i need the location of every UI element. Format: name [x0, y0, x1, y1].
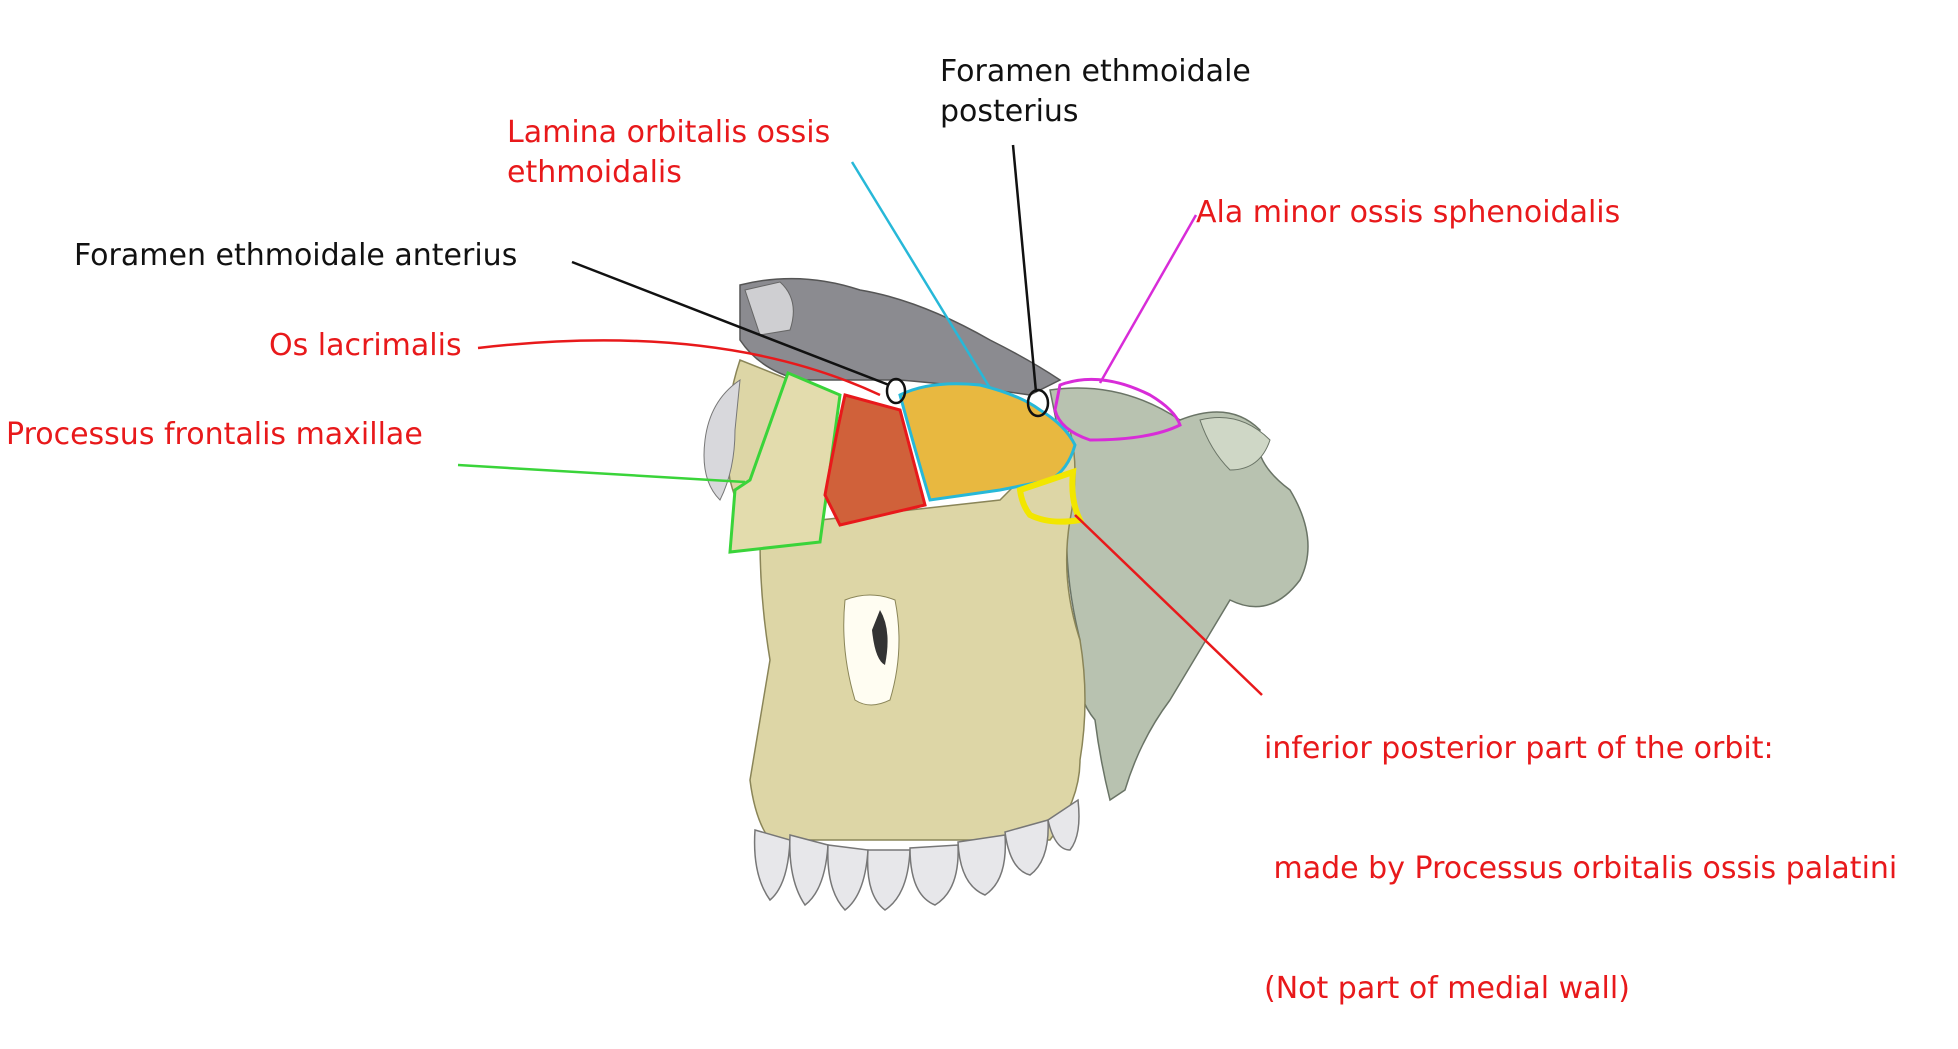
- label-foramen-ethmoidale-anterius: Foramen ethmoidale anterius: [74, 238, 518, 273]
- label-foramen-ethmoidale-posterius: Foramen ethmoidale posterius: [940, 52, 1251, 132]
- leader-os-lacrimalis: [477, 339, 881, 397]
- leader-foramen-anterius: [571, 260, 890, 387]
- label-inferior-posterior-orbit: inferior posterior part of the orbit: ma…: [1264, 649, 1897, 1049]
- leader-ala-minor: [1098, 214, 1198, 384]
- label-ala-minor: Ala minor ossis sphenoidalis: [1196, 195, 1621, 230]
- label-line: Foramen ethmoidale: [940, 54, 1251, 89]
- label-processus-frontalis: Processus frontalis maxillae: [6, 417, 423, 452]
- label-os-lacrimalis: Os lacrimalis: [269, 328, 462, 363]
- label-line: made by Processus orbitalis ossis palati…: [1264, 851, 1898, 886]
- leader-foramen-posterius: [1011, 144, 1038, 393]
- leader-lines: [457, 144, 1263, 696]
- label-line: ethmoidalis: [507, 155, 682, 190]
- label-lamina-orbitalis: Lamina orbitalis ossis ethmoidalis: [507, 113, 830, 193]
- os-lacrimalis-region: [823, 393, 927, 527]
- leader-lamina-orbitalis: [850, 161, 992, 389]
- label-line: Lamina orbitalis ossis: [507, 115, 831, 150]
- label-line: inferior posterior part of the orbit:: [1264, 731, 1774, 766]
- processus-frontalis-region: [728, 370, 842, 554]
- foramen-posterius-marker: [1026, 388, 1050, 418]
- orbit-medial-wall-diagram: [457, 144, 1309, 912]
- skull-illustration: [703, 277, 1309, 912]
- leader-processus-frontalis: [457, 463, 746, 484]
- leader-inferior-posterior: [1074, 514, 1263, 696]
- sphenoid-bone: [1049, 387, 1309, 802]
- teeth: [753, 798, 1080, 912]
- foramen-anterius-marker: [885, 377, 907, 405]
- label-line: posterius: [940, 94, 1079, 129]
- label-line: (Not part of medial wall): [1264, 971, 1630, 1006]
- ala-minor-region: [1053, 377, 1182, 442]
